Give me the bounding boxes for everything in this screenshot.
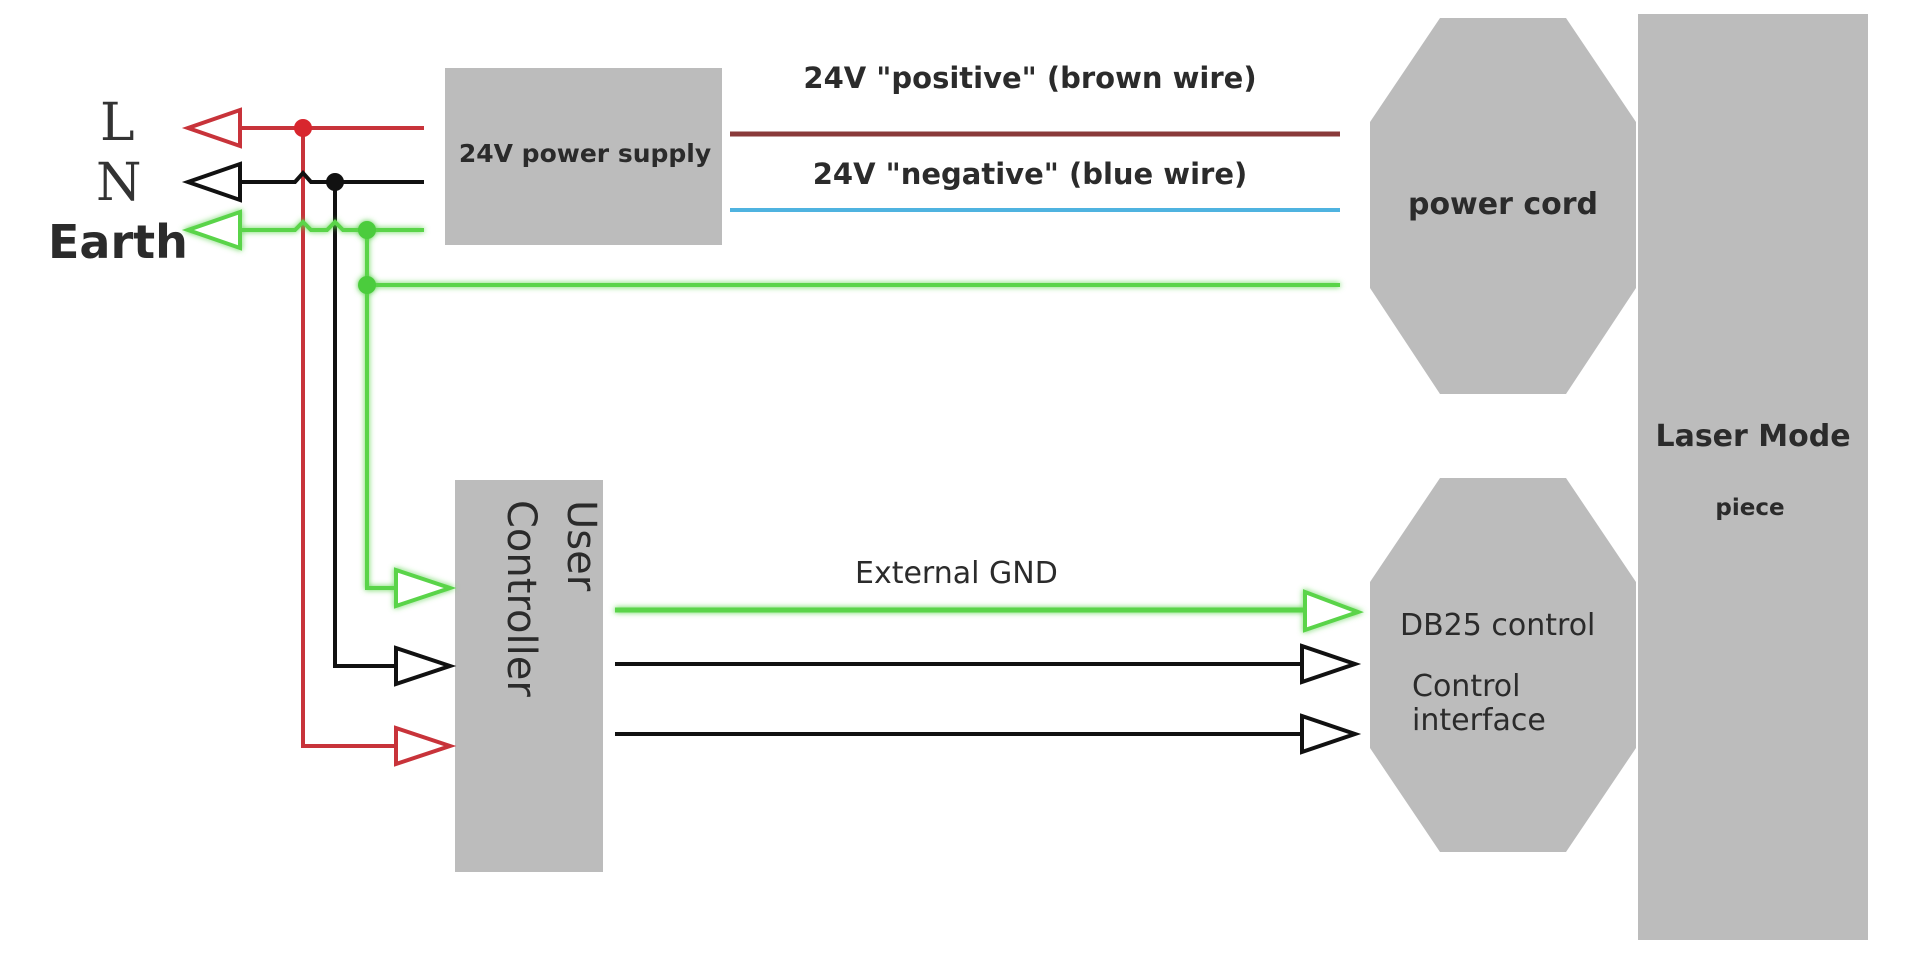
- power-supply-label: 24V power supply: [459, 139, 711, 168]
- line-controller-arrow: [394, 725, 457, 767]
- external-gnd-label: External GND: [855, 556, 1058, 591]
- db25-title: DB25 control: [1400, 608, 1595, 643]
- line-input-arrow: [181, 107, 242, 149]
- control-wire-1: [615, 643, 1362, 685]
- line-wire-group: [181, 107, 457, 767]
- earth-label: Earth: [48, 215, 188, 269]
- earth-input-arrow: [181, 209, 242, 251]
- neutral-controller-arrow: [394, 645, 457, 687]
- line-label: L: [100, 93, 135, 153]
- neutral-label: N: [96, 153, 142, 213]
- laser-module-sub: piece: [1715, 495, 1784, 521]
- earth-junction-top: [358, 221, 376, 239]
- neutral-junction: [326, 173, 344, 191]
- user-controller-label-user: User: [558, 500, 604, 592]
- earth-wire-group: [181, 209, 1340, 609]
- earth-junction-laser: [358, 276, 376, 294]
- control-wire-2: [615, 713, 1362, 755]
- db25-line2: interface: [1412, 703, 1546, 738]
- positive-wire-label: 24V "positive" (brown wire): [803, 61, 1256, 95]
- laser-module-box: [1638, 14, 1868, 940]
- neutral-input-arrow: [181, 161, 242, 203]
- laser-module-title: Laser Mode: [1655, 419, 1850, 454]
- db25-block: [1370, 478, 1636, 852]
- power-cord-label: power cord: [1408, 187, 1598, 222]
- power-supply-box: [445, 68, 722, 245]
- neutral-wire-group: [181, 161, 457, 687]
- user-controller-box: [455, 480, 603, 872]
- earth-controller-arrow: [394, 567, 457, 609]
- user-controller-label-controller: Controller: [498, 500, 544, 697]
- db25-line1: Control: [1412, 669, 1520, 704]
- external-gnd-wire: [615, 589, 1364, 633]
- power-cord-block: [1370, 18, 1636, 394]
- line-junction: [294, 119, 312, 137]
- negative-wire-label: 24V "negative" (blue wire): [813, 157, 1248, 191]
